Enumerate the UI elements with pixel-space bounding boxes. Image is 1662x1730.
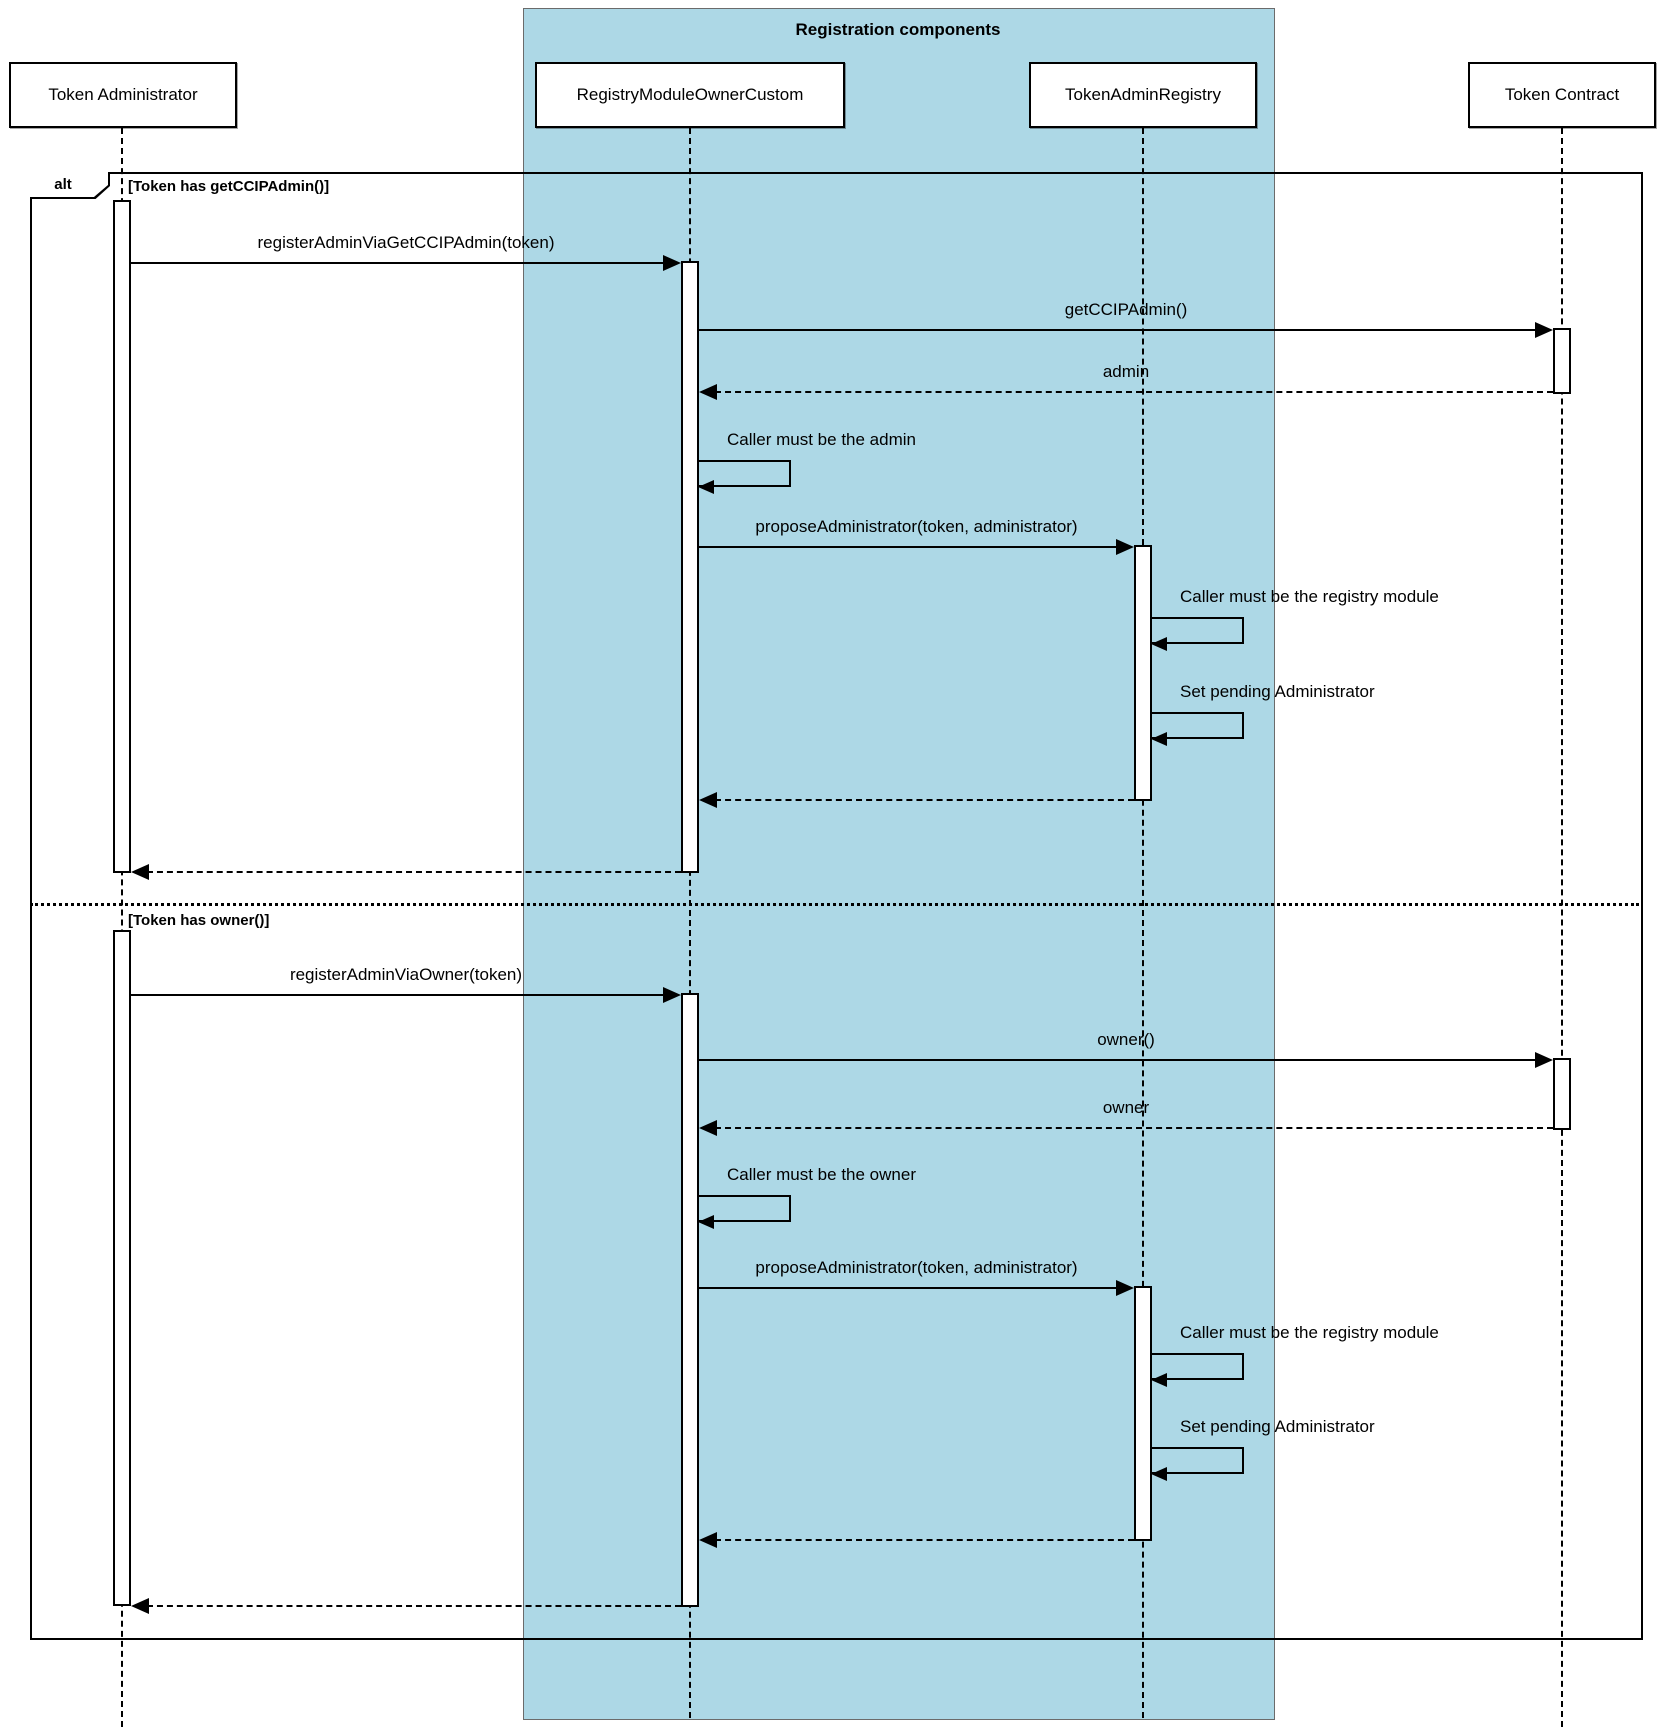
- self-message-arrow-caller-must-be-registry-module-2: [1151, 1353, 1244, 1387]
- participant-registry-module-owner-custom: RegistryModuleOwnerCustom: [535, 62, 845, 128]
- registration-components-title: Registration components: [795, 20, 1001, 39]
- self-message-label-caller-must-be-the-admin: Caller must be the admin: [727, 430, 916, 449]
- activation-token-admin-registry-1: [1134, 545, 1152, 801]
- self-message-arrow-set-pending-administrator-2: [1151, 1447, 1244, 1481]
- message-label-propose-administrator-1: proposeAdministrator(token, administrato…: [755, 517, 1078, 536]
- self-message-label-caller-must-be-the-owner: Caller must be the owner: [727, 1165, 916, 1184]
- message-arrow-register-admin-via-get-ccip-admin: [131, 254, 681, 272]
- message-label-register-admin-via-owner: registerAdminViaOwner(token): [289, 965, 523, 984]
- self-message-label-set-pending-administrator-1: Set pending Administrator: [1180, 682, 1375, 701]
- return-arrow-admin: [699, 383, 1553, 401]
- alt-frame: [30, 172, 1643, 1640]
- alt-condition-1: [Token has getCCIPAdmin()]: [128, 178, 330, 195]
- message-arrow-propose-administrator-1: [699, 538, 1134, 556]
- message-arrow-propose-administrator-2: [699, 1279, 1134, 1297]
- alt-frame-operator: alt: [30, 172, 110, 199]
- message-label-owner-call: owner(): [1097, 1030, 1155, 1049]
- message-arrow-owner-call: [699, 1051, 1553, 1069]
- self-message-arrow-caller-must-be-the-owner: [698, 1195, 791, 1229]
- message-arrow-get-ccip-admin: [699, 321, 1553, 339]
- participant-token-admin-registry: TokenAdminRegistry: [1029, 62, 1257, 128]
- activation-token-admin-registry-2: [1134, 1286, 1152, 1541]
- self-message-arrow-caller-must-be-registry-module-1: [1151, 617, 1244, 651]
- participant-token-contract: Token Contract: [1468, 62, 1656, 128]
- participant-token-administrator: Token Administrator: [9, 62, 237, 128]
- participant-token-administrator-label: Token Administrator: [48, 85, 198, 104]
- return-label-admin: admin: [1102, 362, 1150, 381]
- return-arrow-token-administrator-2: [131, 1597, 681, 1615]
- activation-token-administrator-2: [113, 930, 131, 1606]
- self-message-label-set-pending-administrator-2: Set pending Administrator: [1180, 1417, 1375, 1436]
- self-message-arrow-set-pending-administrator-1: [1151, 712, 1244, 746]
- participant-token-admin-registry-label: TokenAdminRegistry: [1065, 85, 1221, 104]
- activation-token-contract-2: [1553, 1058, 1571, 1130]
- activation-token-contract-1: [1553, 328, 1571, 394]
- alt-divider: [30, 903, 1639, 906]
- self-message-arrow-caller-must-be-the-admin: [698, 460, 791, 494]
- participant-registry-module-owner-custom-label: RegistryModuleOwnerCustom: [576, 85, 804, 104]
- lifeline-token-administrator: [121, 128, 123, 1727]
- message-arrow-register-admin-via-owner: [131, 986, 681, 1004]
- alt-condition-2: [Token has owner()]: [128, 912, 270, 929]
- lifeline-registry-module-owner-custom: [689, 128, 691, 1718]
- activation-token-administrator-1: [113, 200, 131, 873]
- self-message-label-caller-must-be-registry-module-2: Caller must be the registry module: [1180, 1323, 1439, 1342]
- return-arrow-token-admin-registry-1: [699, 791, 1134, 809]
- message-label-propose-administrator-2: proposeAdministrator(token, administrato…: [755, 1258, 1078, 1277]
- return-arrow-token-admin-registry-2: [699, 1531, 1134, 1549]
- message-label-register-admin-via-get-ccip-admin: registerAdminViaGetCCIPAdmin(token): [257, 233, 555, 252]
- return-arrow-owner: [699, 1119, 1553, 1137]
- self-message-label-caller-must-be-registry-module-1: Caller must be the registry module: [1180, 587, 1439, 606]
- message-label-get-ccip-admin: getCCIPAdmin(): [1064, 300, 1188, 319]
- lifeline-token-admin-registry: [1142, 128, 1144, 1718]
- alt-frame-operator-label: alt: [54, 176, 72, 193]
- activation-registry-module-owner-custom-1: [681, 261, 699, 873]
- lifeline-token-contract: [1561, 128, 1563, 1727]
- participant-token-contract-label: Token Contract: [1504, 85, 1620, 104]
- activation-registry-module-owner-custom-2: [681, 993, 699, 1607]
- return-label-owner: owner: [1102, 1098, 1150, 1117]
- return-arrow-token-administrator-1: [131, 863, 681, 881]
